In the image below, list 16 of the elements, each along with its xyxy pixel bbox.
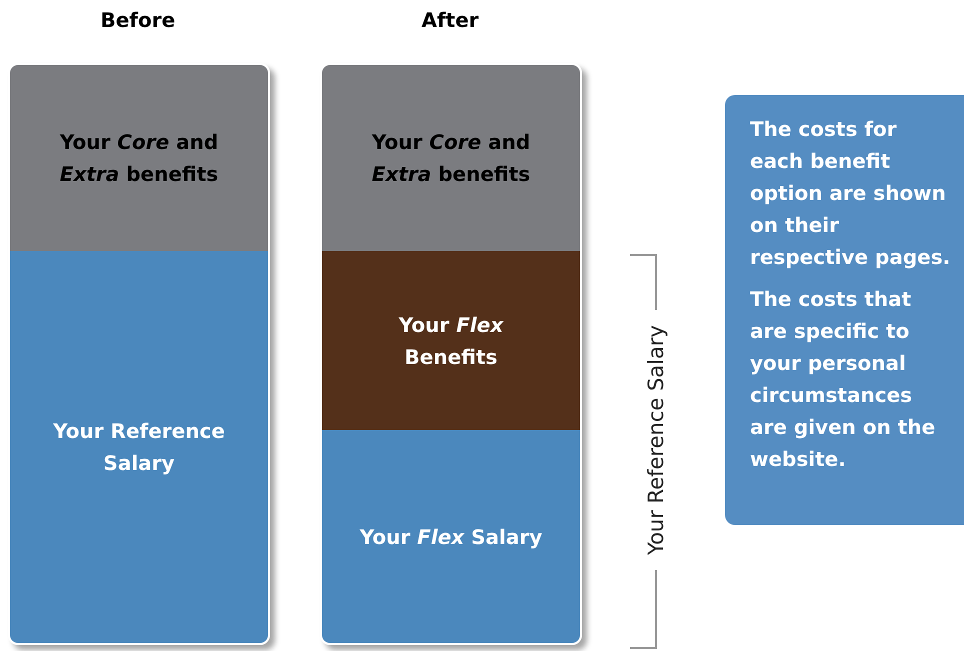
info-text: The costs for each benefit option are shown on their respective pages. — [750, 116, 952, 271]
segment-panel — [322, 65, 580, 251]
column-heading: Before — [100, 8, 176, 32]
segment-label: Your Flex Benefits — [398, 312, 505, 370]
segment-panel — [10, 65, 268, 251]
segment-panel — [10, 251, 268, 643]
column-heading: After — [422, 8, 479, 32]
segment-panel — [322, 430, 580, 643]
segment-label: Your Core and Extra benefits — [370, 129, 532, 188]
info-panel — [725, 95, 964, 525]
segment-label: Your Flex Salary — [358, 524, 544, 550]
segment-label: Your Reference Salary — [52, 418, 226, 477]
info-text: The costs that are specific to your personal circumstances are given on the website. — [750, 286, 936, 473]
segment-panel — [322, 251, 580, 430]
segment-label: Your Core and Extra benefits — [58, 129, 220, 188]
bracket-label: Your Reference Salary — [644, 325, 668, 555]
